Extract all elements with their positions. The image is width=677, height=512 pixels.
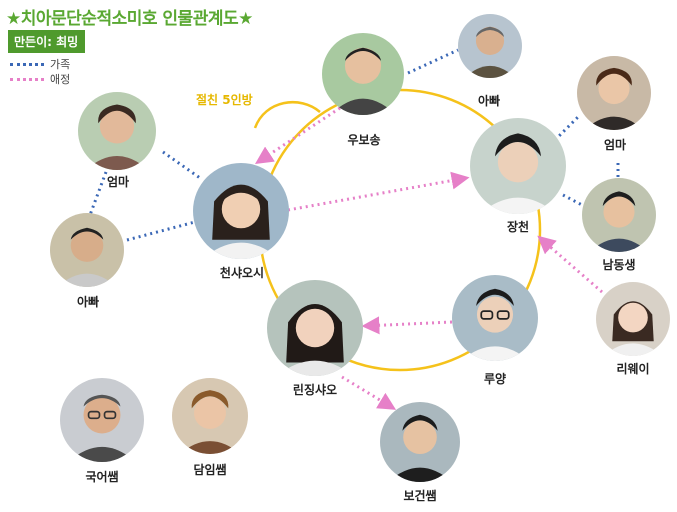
name-jiangchen: 장천 [506, 220, 530, 234]
legend-love: 애정 [10, 71, 70, 87]
love-arrow-wubosong-chenxiaoxi [254, 106, 341, 164]
portrait-jiangchen-mom [577, 56, 651, 130]
portrait-wubosong [322, 33, 404, 115]
family-line-jiangchen-mom [553, 113, 582, 142]
legend-family: 가족 [10, 56, 70, 72]
portrait-luyang [452, 275, 538, 361]
portrait-chenxiaoxi-mom [78, 92, 156, 170]
friend-group-label: 절친 5인방 [196, 93, 253, 107]
family-line-wubosong-dad [407, 48, 459, 75]
name-wubosong-dad: 아빠 [477, 94, 501, 108]
name-homeroom-teacher: 담임쌤 [193, 463, 227, 477]
love-arrow-linjingxiao-nurse [341, 375, 397, 410]
portrait-jiangchen-brother [582, 178, 656, 252]
name-korean-teacher: 국어쌤 [85, 470, 119, 484]
portrait-jiangchen [470, 118, 566, 214]
name-chenxiaoxi: 천샤오시 [219, 266, 265, 280]
friend-label-arc [253, 100, 321, 129]
name-liwei: 리웨이 [616, 362, 650, 376]
legend-love-label: 애정 [50, 73, 71, 86]
love-arrow-chenxiaoxi-jiangchen [287, 171, 470, 212]
diagram-title: ★치아문단순적소미호 인물관계도★ [6, 9, 253, 29]
love-arrow-liwei-jiangchen [537, 235, 603, 294]
love-arrow-luyang-linjingxiao [361, 316, 453, 335]
portrait-wubosong-dad [458, 14, 522, 78]
name-linjingxiao: 린징샤오 [292, 383, 338, 397]
family-line-mom-dad [88, 171, 108, 216]
name-wubosong: 우보송 [347, 133, 381, 147]
portrait-homeroom-teacher [172, 378, 248, 454]
name-nurse-teacher: 보건쌤 [403, 489, 437, 503]
portrait-korean-teacher [60, 378, 144, 462]
family-line-swatch [10, 62, 44, 66]
name-jiangchen-mom: 엄마 [603, 138, 627, 152]
name-jiangchen-brother: 남동생 [602, 258, 636, 272]
family-line-jiangchen-brother [562, 193, 583, 207]
name-luyang: 루양 [483, 372, 507, 386]
love-line-swatch [10, 77, 44, 81]
legend-family-label: 가족 [50, 58, 71, 71]
portrait-liwei [596, 282, 670, 356]
portrait-chenxiaoxi [193, 163, 289, 259]
name-chenxiaoxi-mom: 엄마 [106, 175, 130, 189]
name-chenxiaoxi-dad: 아빠 [76, 295, 100, 309]
portrait-nurse-teacher [380, 402, 460, 482]
portrait-linjingxiao [267, 280, 363, 376]
family-line-chenxiaoxi-dad [126, 220, 196, 242]
portrait-chenxiaoxi-dad [50, 213, 124, 287]
author-badge: 만든이: 최밍 [8, 30, 86, 53]
family-line-chenxiaoxi-mom [162, 150, 201, 180]
